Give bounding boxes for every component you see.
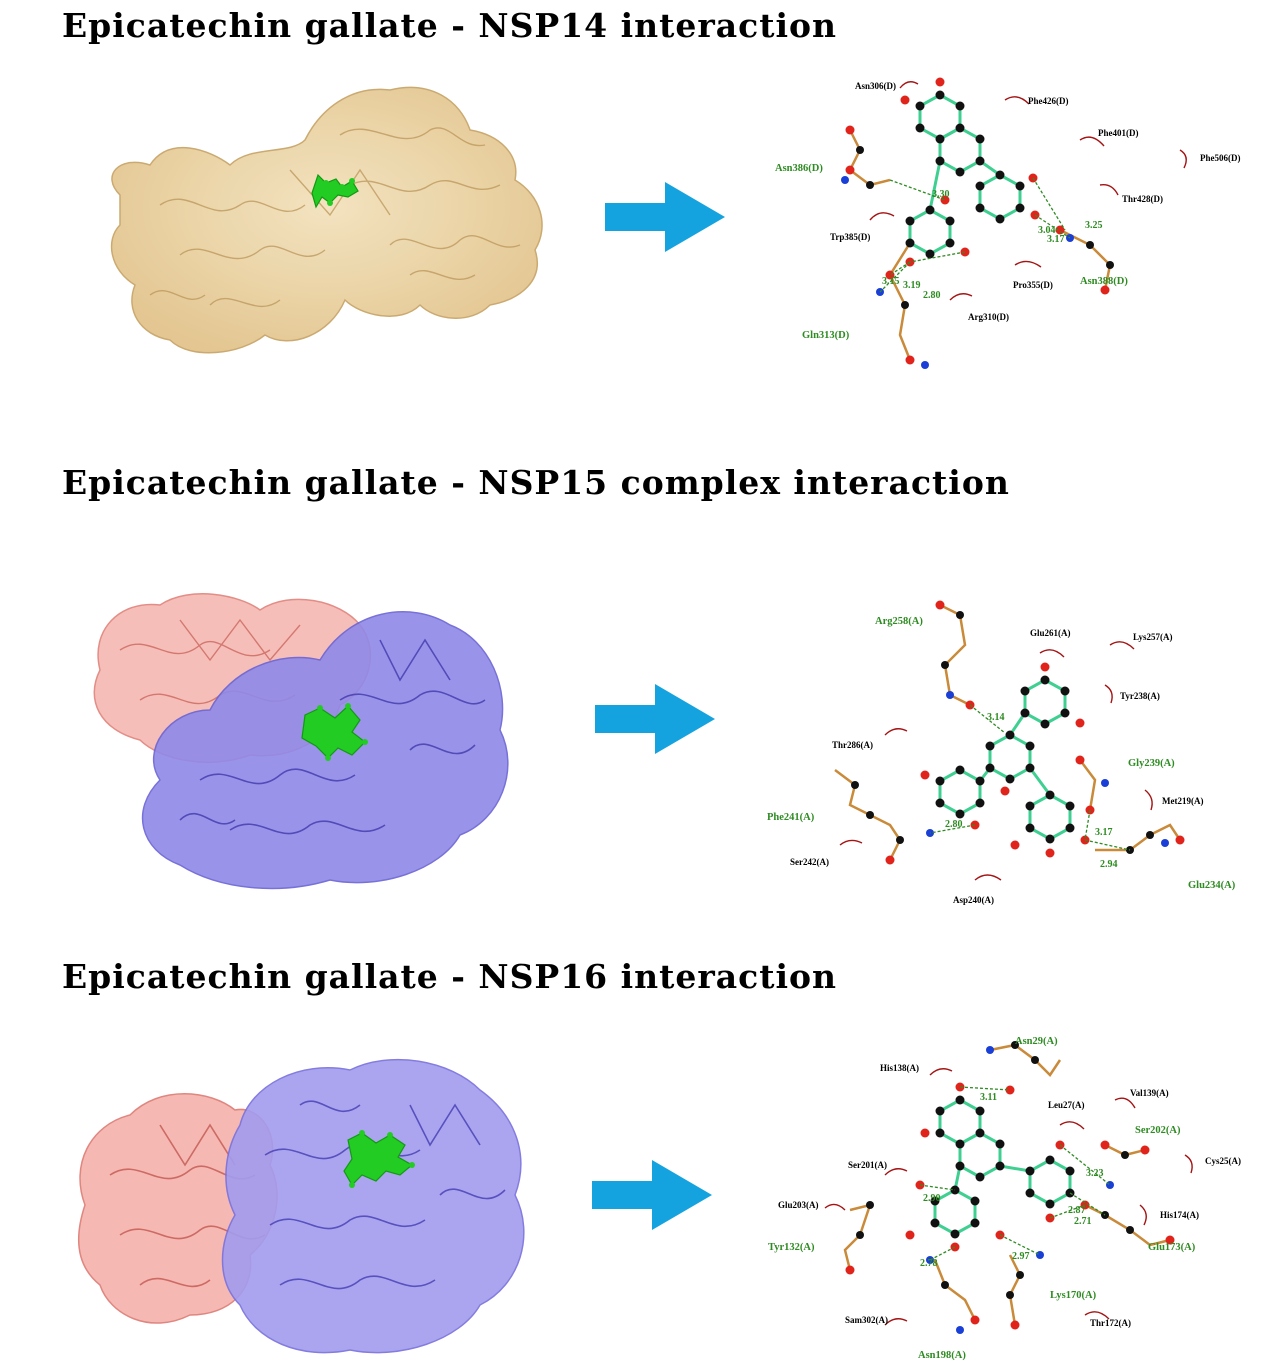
distance-label: 3.04 xyxy=(1038,225,1056,236)
hydrophobic-residue-label: Phe401(D) xyxy=(1098,128,1139,138)
nsp16-protein-surface xyxy=(78,1058,525,1354)
hydrophobic-residue-label: Ser201(A) xyxy=(848,1160,887,1170)
nsp14-ligplot-diagram: 3.30 3.25 3.04 3.17 3.15 3.19 2.80 Asn38… xyxy=(775,77,1241,369)
hydrophobic-residue-label: Thr428(D) xyxy=(1122,194,1163,204)
hbond-residue-label: Gln313(D) xyxy=(802,330,850,341)
distance-label: 2.94 xyxy=(1100,859,1118,870)
nsp16-ligand-3d xyxy=(343,1130,415,1188)
distance-label: 3.17 xyxy=(1047,234,1065,245)
hydrophobic-residue-label: Cys25(A) xyxy=(1205,1156,1241,1166)
hydrophobic-residue-label: Thr286(A) xyxy=(832,740,873,750)
hydrophobic-residue-label: Val139(A) xyxy=(1130,1088,1169,1098)
distance-label: 3.15 xyxy=(882,276,900,287)
nsp15-ligand-3d xyxy=(301,703,368,761)
hydrophobic-residue-label: Phe506(D) xyxy=(1200,153,1241,163)
hydrophobic-residue-label: Leu27(A) xyxy=(1048,1100,1085,1110)
distance-label: 2.97 xyxy=(1012,1251,1030,1262)
hbond-residue-label: Tyr132(A) xyxy=(768,1242,815,1253)
hydrophobic-residue-label: Pro355(D) xyxy=(1013,280,1053,290)
distance-label: 3.11 xyxy=(980,1092,997,1103)
hydrophobic-residue-label: Sam302(A) xyxy=(845,1315,888,1325)
distance-label: 3.30 xyxy=(932,189,950,200)
distance-label: 2.87 xyxy=(1068,1205,1086,1216)
nsp14-arrow-icon xyxy=(605,182,725,252)
distance-label: 3.17 xyxy=(1095,827,1113,838)
distance-label: 3.19 xyxy=(903,280,921,291)
hbond-residue-label: Asn29(A) xyxy=(1015,1036,1058,1047)
nsp15-protein-surface xyxy=(93,593,509,890)
hbond-residue-label: Phe241(A) xyxy=(767,812,815,823)
hbond-residue-label: Gly239(A) xyxy=(1128,758,1175,769)
panel-title-nsp15: Epicatechin gallate - NSP15 complex inte… xyxy=(62,463,1010,502)
hydrophobic-residue-label: His138(A) xyxy=(880,1063,919,1073)
hydrophobic-residue-label: Glu261(A) xyxy=(1030,628,1071,638)
hbond-residue-label: Asn386(D) xyxy=(775,163,823,174)
hydrophobic-residue-label: Phe426(D) xyxy=(1028,96,1069,106)
distance-label: 2.78 xyxy=(920,1258,938,1269)
distance-label: 3.23 xyxy=(1086,1168,1104,1179)
hydrophobic-residue-label: Asn306(D) xyxy=(855,81,896,91)
hbond-residue-label: Ser202(A) xyxy=(1135,1125,1181,1136)
nsp15-ligplot-diagram: 3.14 2.80 3.17 2.94 Arg258(A) Gly239(A) … xyxy=(767,600,1236,905)
hbond-residue-label: Glu173(A) xyxy=(1148,1242,1196,1253)
distance-label: 2.71 xyxy=(1074,1216,1092,1227)
nsp16-ligplot-diagram: 3.11 3.23 2.90 2.87 2.71 2.78 2.97 Asn29… xyxy=(768,1036,1241,1360)
distance-label: 2.80 xyxy=(923,290,941,301)
distance-label: 2.80 xyxy=(945,819,963,830)
hbond-residue-label: Arg258(A) xyxy=(875,616,923,627)
hydrophobic-residue-label: Arg310(D) xyxy=(968,312,1009,322)
nsp15-arrow-icon xyxy=(595,684,715,754)
hydrophobic-residue-label: His174(A) xyxy=(1160,1210,1199,1220)
panel-title-nsp14: Epicatechin gallate - NSP14 interaction xyxy=(62,6,838,45)
distance-label: 2.90 xyxy=(923,1193,941,1204)
hbond-residue-label: Glu234(A) xyxy=(1188,880,1236,891)
hydrophobic-residue-label: Glu203(A) xyxy=(778,1200,819,1210)
hbond-residue-label: Asn388(D) xyxy=(1080,276,1128,287)
distance-label: 3.25 xyxy=(1085,220,1103,231)
hydrophobic-residue-label: Ser242(A) xyxy=(790,857,829,867)
hydrophobic-residue-label: Met219(A) xyxy=(1162,796,1203,806)
distance-label: 3.14 xyxy=(987,712,1005,723)
hbond-residue-label: Asn198(A) xyxy=(918,1350,966,1360)
hydrophobic-residue-label: Asp240(A) xyxy=(953,895,994,905)
hydrophobic-residue-label: Trp385(D) xyxy=(830,232,870,242)
panel-title-nsp16: Epicatechin gallate - NSP16 interaction xyxy=(62,957,838,996)
hydrophobic-residue-label: Lys257(A) xyxy=(1133,632,1173,642)
hbond-residue-label: Lys170(A) xyxy=(1050,1290,1097,1301)
hydrophobic-residue-label: Thr172(A) xyxy=(1090,1318,1131,1328)
hydrophobic-residue-label: Tyr238(A) xyxy=(1120,691,1160,701)
nsp16-arrow-icon xyxy=(592,1160,712,1230)
nsp14-protein-surface xyxy=(110,86,543,354)
nsp14-ligand-3d xyxy=(311,173,359,209)
